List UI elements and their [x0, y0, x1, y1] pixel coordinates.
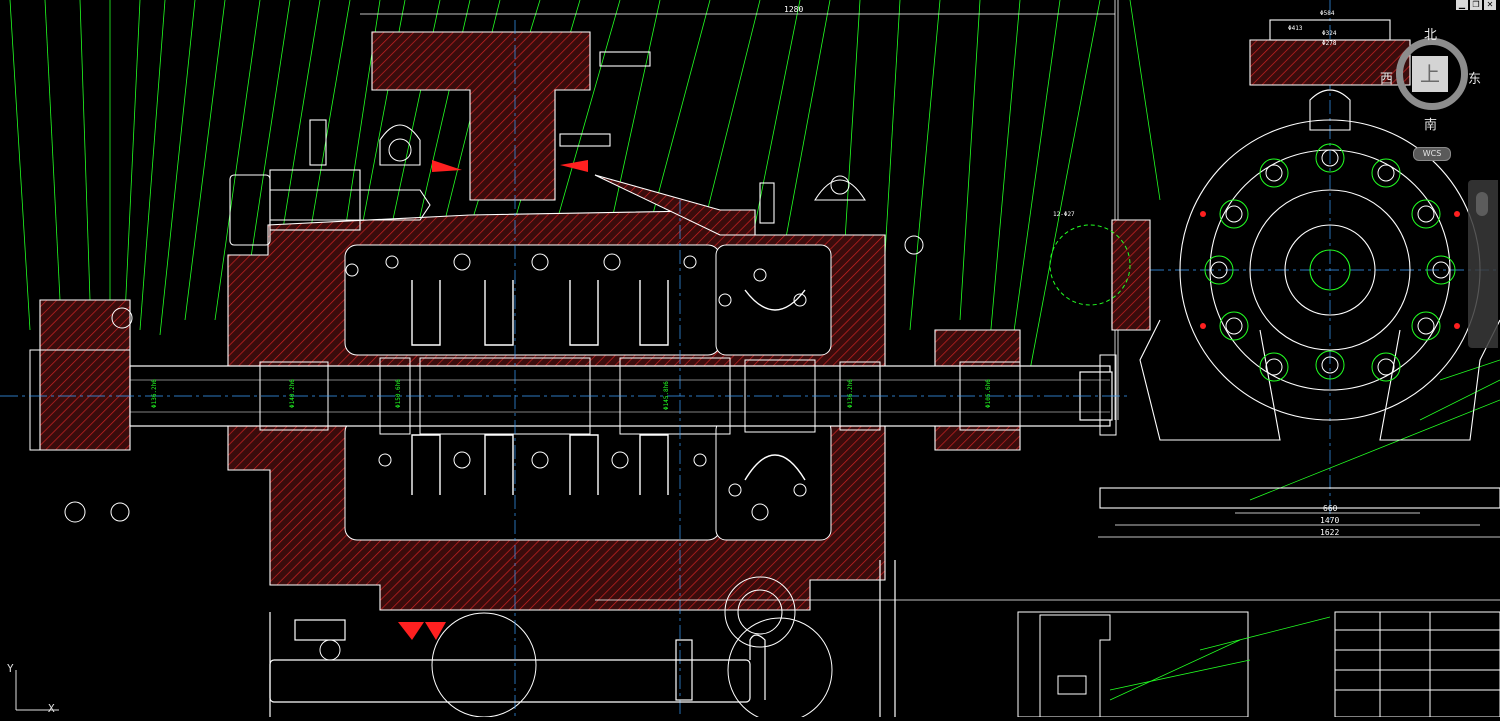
dim-1622: 1622	[1320, 528, 1339, 537]
impeller-chambers	[344, 244, 832, 541]
shaft-sleeves	[29, 349, 1117, 451]
vertical-center-lines	[514, 0, 1500, 717]
ucs-icon: Y X	[4, 662, 64, 717]
bottom-piping	[269, 560, 896, 717]
window-controls: ▁ ❐ ✕	[1456, 0, 1496, 10]
shaft-label-5: Φ136.2h6	[847, 379, 854, 408]
close-button[interactable]: ✕	[1484, 0, 1496, 10]
dim-holes: 12-Φ27	[1053, 211, 1075, 218]
dim-324: Φ324	[1322, 30, 1337, 37]
end-view	[1099, 19, 1500, 509]
pan-icon[interactable]	[1476, 192, 1488, 216]
overall-length-label: 1280	[784, 5, 803, 14]
dim-660: 660	[1323, 504, 1338, 513]
dim-278: Φ278	[1322, 40, 1337, 47]
base-dimension-lines	[1098, 512, 1500, 538]
shaft-label-6: Φ105.6h6	[985, 379, 992, 408]
compass-ring[interactable]	[1396, 38, 1468, 110]
restore-button[interactable]: ❐	[1470, 0, 1482, 10]
viewcube[interactable]: 上 北 南 东 西	[1380, 22, 1486, 133]
shaft-label-4: Φ145.8h6	[663, 381, 670, 410]
weld-marks	[398, 160, 588, 640]
minimize-button[interactable]: ▁	[1456, 0, 1468, 10]
dim-1470: 1470	[1320, 516, 1339, 525]
ucs-x-label: X	[48, 702, 55, 715]
dim-584: Φ584	[1320, 10, 1335, 17]
compass-south-label[interactable]: 南	[1424, 118, 1438, 133]
top-dimension	[360, 0, 1119, 420]
ucs-y-label: Y	[7, 662, 14, 675]
detail-leaders	[1109, 616, 1331, 701]
dim-413: Φ413	[1288, 25, 1303, 32]
end-view-bolt-ring	[1049, 143, 1456, 382]
compass-west-label[interactable]: 西	[1380, 72, 1394, 87]
end-view-dimensions: Φ584 Φ324 Φ278 Φ413 12-Φ27 660 1470 1622	[1053, 10, 1339, 537]
shaft-dimension-labels: Φ136.2h6 Φ140.2h6 Φ150.6h6 Φ145.8h6 Φ136…	[151, 379, 992, 410]
shaft-label-1: Φ136.2h6	[151, 379, 158, 408]
viewcube-top-face[interactable]: 上	[1412, 56, 1448, 92]
detail-views	[1017, 611, 1500, 717]
navigation-bar[interactable]	[1468, 180, 1498, 348]
compass-east-label[interactable]: 东	[1468, 72, 1482, 87]
lifting-lugs	[229, 51, 866, 246]
wcs-menu-button[interactable]: WCS	[1413, 147, 1451, 161]
impellers	[411, 280, 806, 495]
shaft-label-2: Φ140.2h6	[289, 379, 296, 408]
end-view-red-dots	[1200, 211, 1460, 329]
compass-north-label[interactable]: 北	[1424, 28, 1438, 43]
bolt-holes	[64, 138, 924, 717]
shaft-label-3: Φ150.6h6	[395, 379, 402, 408]
